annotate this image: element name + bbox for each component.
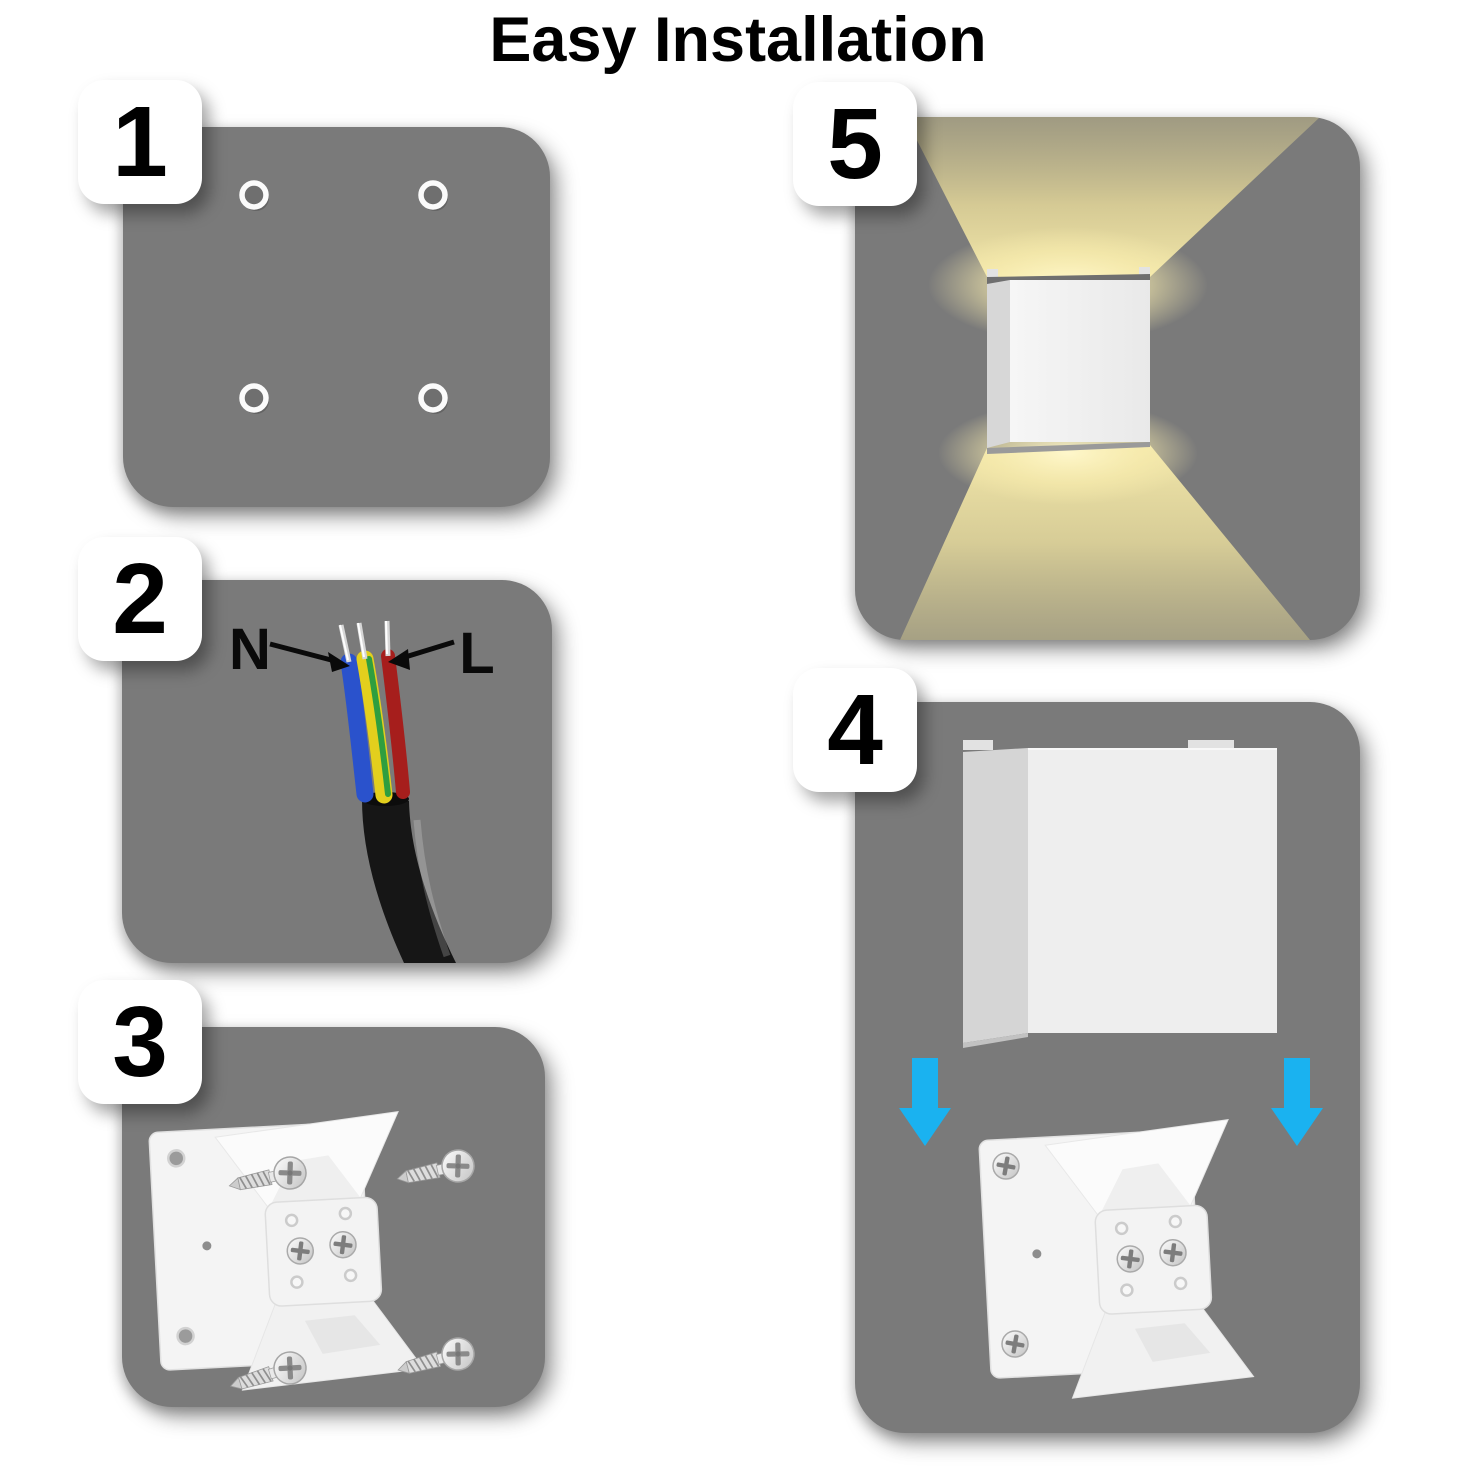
mount-lamp-icon — [899, 740, 1323, 1433]
step-4-badge: 4 — [793, 668, 917, 792]
screw-hole-icon — [239, 383, 269, 414]
down-arrow-icon — [1271, 1058, 1323, 1146]
step-3-badge: 3 — [78, 980, 202, 1104]
step-5-panel — [855, 117, 1360, 640]
cable-icon: N L — [229, 617, 495, 963]
earth-wire-stripe — [366, 656, 391, 797]
screw-hole-icon — [418, 180, 448, 211]
page-title: Easy Installation — [489, 5, 987, 75]
step-number: 1 — [112, 85, 168, 198]
wire-l-label: L — [459, 621, 494, 686]
earth-wire — [356, 650, 393, 804]
screw-icon — [1001, 1330, 1029, 1358]
step-4-panel — [855, 702, 1360, 1433]
step-number: 5 — [827, 87, 883, 200]
step-2-badge: 2 — [78, 537, 202, 661]
lamp-body-icon — [963, 740, 1277, 1048]
wall-lamp-icon — [987, 267, 1150, 454]
wall-holes-icon — [239, 180, 448, 414]
step-5-badge: 5 — [793, 82, 917, 206]
label-pointer-lines — [269, 639, 455, 672]
step-number: 3 — [112, 985, 168, 1098]
screw-icon — [992, 1152, 1020, 1180]
lamp-lit-icon — [900, 117, 1320, 640]
cable-sheath — [362, 799, 456, 963]
screw-hole-icon — [418, 383, 448, 414]
live-wire — [381, 649, 410, 799]
step-1-badge: 1 — [78, 80, 202, 204]
down-arrow-icon — [899, 1058, 951, 1146]
step-number: 2 — [112, 542, 168, 655]
wire-tips — [338, 620, 391, 663]
step-number: 4 — [827, 673, 883, 786]
screw-hole-icon — [239, 180, 269, 211]
neutral-wire — [340, 653, 374, 803]
screw-icon — [393, 1146, 478, 1196]
wire-n-label: N — [229, 617, 271, 682]
mounting-bracket-icon — [978, 1119, 1254, 1402]
